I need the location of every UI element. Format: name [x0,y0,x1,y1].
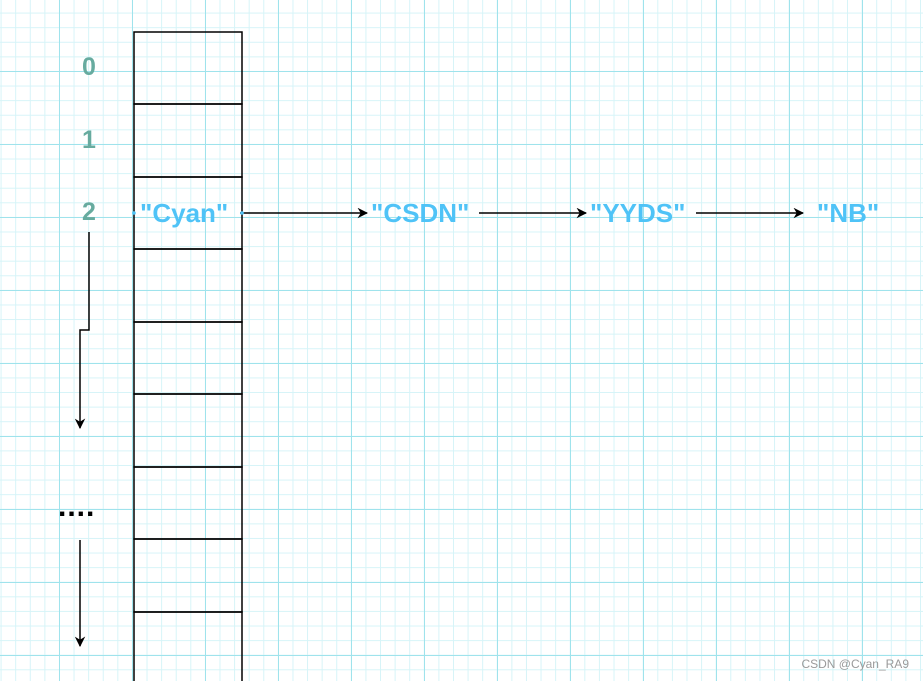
ellipsis-label: .... [58,490,96,523]
index-label-1: 1 [82,126,96,154]
array-buckets [133,31,243,681]
index-label-2: 2 [82,198,96,226]
node-yyds: "YYDS" [590,198,686,228]
node-cyan: "Cyan" [140,198,229,228]
cyan-node-handles [132,211,244,215]
bucket-8 [133,611,243,681]
node-nb: "NB" [817,198,880,228]
bucket-7 [133,538,243,613]
bucket-3 [133,248,243,323]
watermark: CSDN @Cyan_RA9 [801,657,909,671]
handle-right [240,211,244,215]
index-down-arrows [74,232,90,648]
node-csdn: "CSDN" [371,198,470,228]
bucket-1 [133,103,243,178]
handle-left [132,211,136,215]
bucket-6 [133,466,243,540]
bucket-0 [133,31,243,105]
bucket-4 [133,321,243,395]
index-label-0: 0 [82,53,96,81]
bucket-5 [133,393,243,468]
elbow-arrow-down-1 [74,232,90,430]
